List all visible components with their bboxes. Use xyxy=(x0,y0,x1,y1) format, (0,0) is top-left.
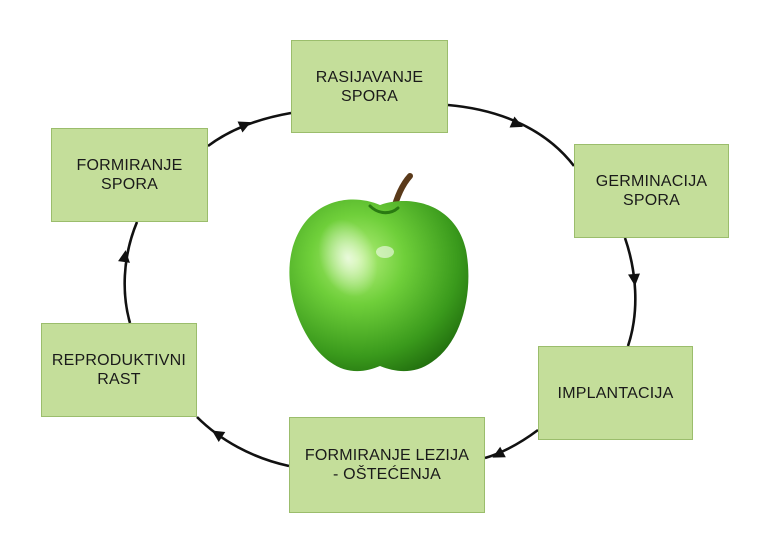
arrowhead-icon xyxy=(509,116,523,128)
arc-germinacija-to-implantacija xyxy=(623,237,637,347)
stage-box-rasijavanje-spora: RASIJAVANJE SPORA xyxy=(291,40,448,133)
stage-label: RASIJAVANJE SPORA xyxy=(315,68,424,105)
stage-label: GERMINACIJA SPORA xyxy=(595,173,708,209)
arc-implantacija-to-lezije xyxy=(484,428,539,460)
stage-label: FORMIRANJE SPORA xyxy=(76,157,183,193)
arc-reproduktivni-to-formiranje xyxy=(123,221,139,324)
arrowhead-icon xyxy=(118,250,130,263)
apple-body xyxy=(289,199,469,372)
stage-box-germinacija-spora: GERMINACIJA SPORA xyxy=(574,144,729,238)
stage-box-formiranje-lezija: FORMIRANJE LEZIJA - OŠTEĆENJA xyxy=(289,417,485,513)
apple-top-dip xyxy=(368,204,400,215)
green-apple-icon xyxy=(289,173,469,372)
stage-label: IMPLANTACIJA xyxy=(557,384,674,402)
stage-label: FORMIRANJE LEZIJA - OŠTEĆENJA xyxy=(304,447,470,483)
arrowhead-icon xyxy=(211,430,226,443)
stage-box-implantacija: IMPLANTACIJA xyxy=(538,346,693,440)
arc-rasijavanje-to-germinacija xyxy=(447,103,576,167)
arc-formiranje-to-rasijavanje xyxy=(207,111,292,148)
arrowhead-icon xyxy=(628,273,640,286)
arrowhead-icon xyxy=(492,446,506,458)
cycle-arrowheads xyxy=(118,116,640,458)
stage-label: REPRODUKTIVNI RAST xyxy=(51,352,187,388)
stage-box-reproduktivni-rast: REPRODUKTIVNI RAST xyxy=(41,323,197,417)
apple-small-highlight xyxy=(376,246,394,258)
apple-highlight xyxy=(318,219,378,297)
arrowhead-icon xyxy=(237,121,251,133)
arc-lezije-to-reproduktivni xyxy=(196,416,290,468)
stage-box-formiranje-spora: FORMIRANJE SPORA xyxy=(51,128,208,222)
